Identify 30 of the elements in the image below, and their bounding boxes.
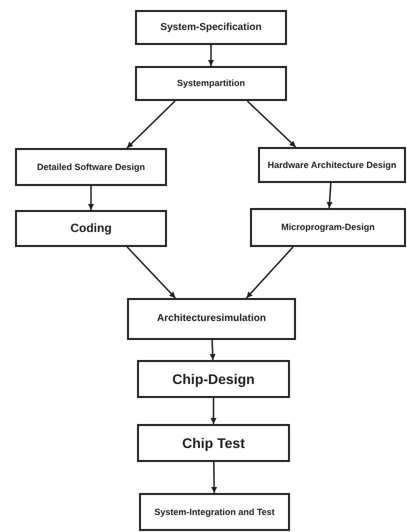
- arrow: [326, 182, 333, 208]
- arrow: [208, 45, 214, 66]
- box-label: Microprogram-Design: [281, 222, 375, 233]
- process-box: [137, 424, 290, 462]
- box-label: System-Specification: [160, 22, 262, 34]
- process-box: [137, 360, 290, 398]
- process-box: [139, 493, 290, 531]
- arrow: [211, 462, 218, 494]
- process-box: [15, 148, 167, 186]
- box-label: Systempartition: [176, 78, 245, 89]
- box-label: System-Integration and Test: [154, 506, 275, 518]
- process-box: [258, 147, 406, 183]
- box-label: Hardware Architecture Design: [268, 160, 396, 170]
- box-label: Chip Test: [182, 434, 245, 452]
- process-box: [250, 208, 406, 247]
- process-box: [135, 10, 287, 45]
- box-label: Coding: [70, 222, 112, 236]
- process-box: [127, 298, 296, 340]
- box-label: Architecturesimulation: [157, 313, 266, 325]
- arrow: [126, 246, 176, 299]
- arrow: [246, 246, 294, 298]
- box-label: Detailed Software Design: [36, 162, 146, 172]
- arrow: [210, 340, 216, 360]
- arrow: [210, 398, 216, 424]
- arrow: [126, 100, 176, 149]
- process-box: [15, 210, 167, 247]
- process-box: [135, 66, 287, 101]
- box-label: Chip-Design: [172, 370, 255, 388]
- arrow: [246, 100, 296, 148]
- arrow: [88, 186, 94, 210]
